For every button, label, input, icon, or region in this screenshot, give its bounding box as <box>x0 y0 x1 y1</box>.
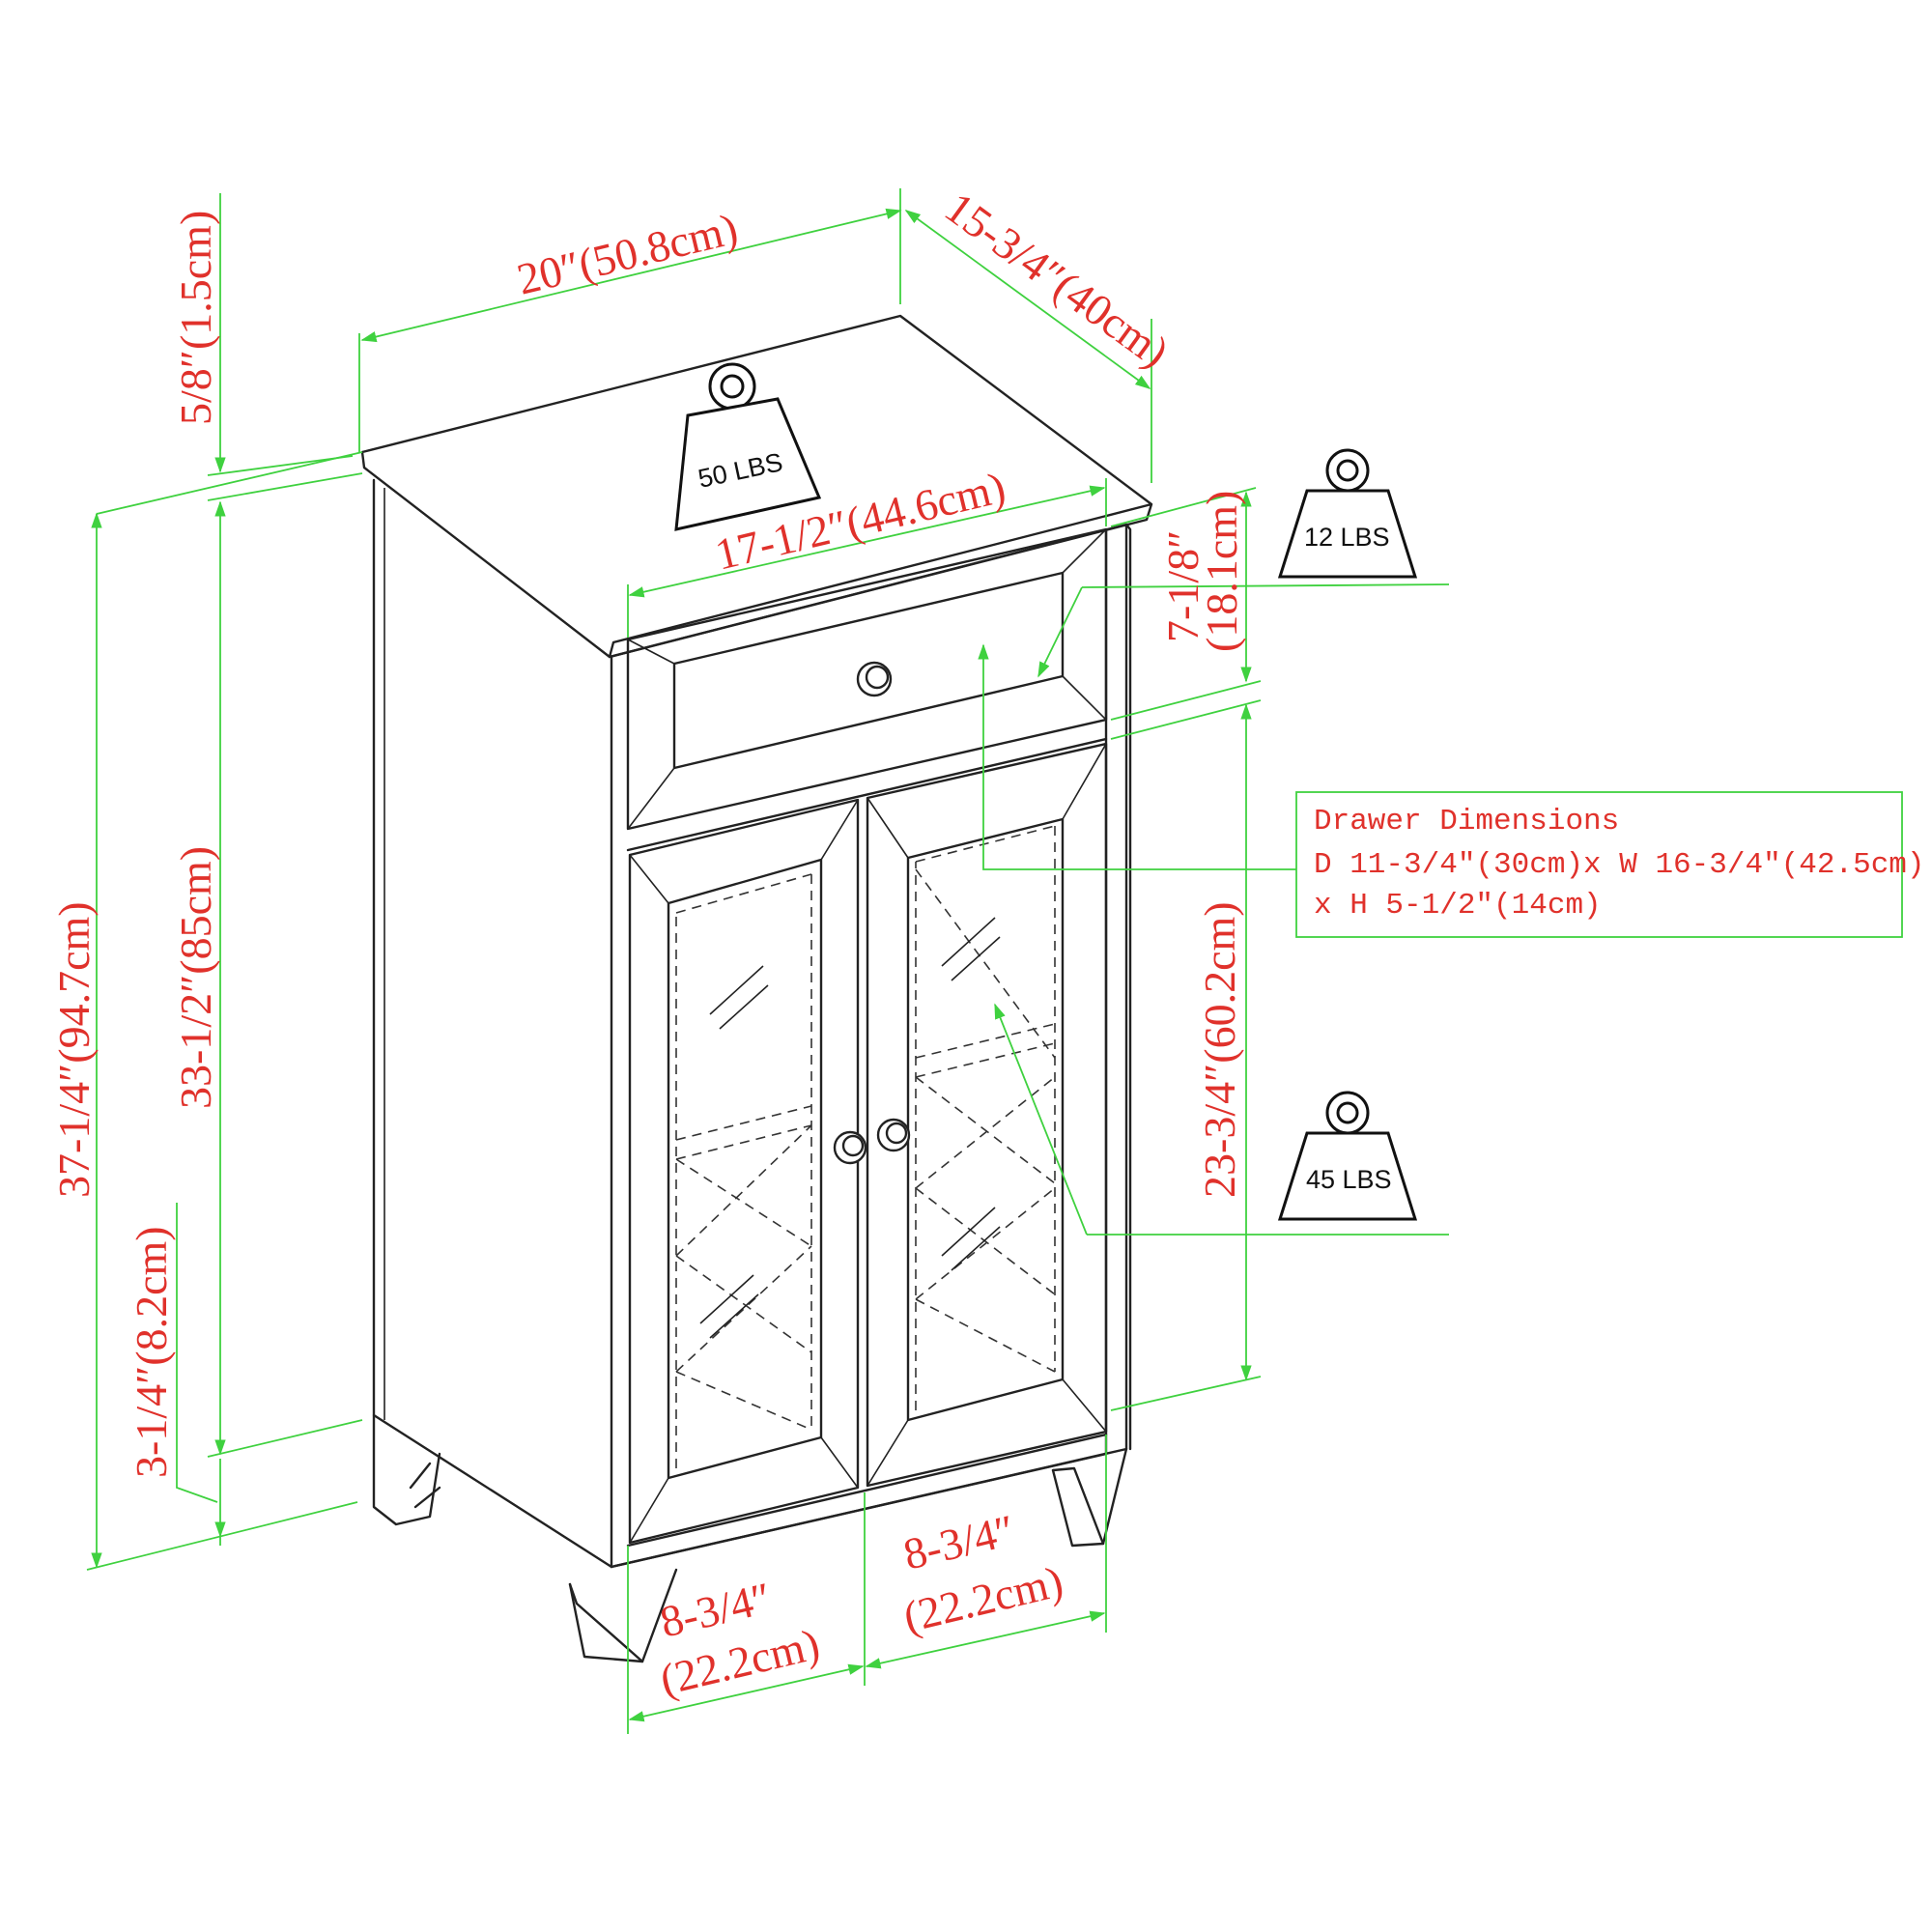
weight-icon-drawer: 12 LBS <box>1277 448 1418 579</box>
drawer-opening-height-label: 7-1/8″ <box>1158 530 1208 642</box>
weight-icon-top: 50 LBS <box>674 362 822 531</box>
right-door-knob[interactable] <box>876 1118 911 1152</box>
drawer-dimensions-note: Drawer Dimensions D 11-3/4″(30cm)x W 16-… <box>1295 791 1925 938</box>
weight-icon-cabinet: 45 LBS <box>1277 1091 1418 1221</box>
drawer-note-line1: D 11-3/4″(30cm)x W 16-3/4″(42.5cm) <box>1314 848 1925 882</box>
cabinet-drawing <box>360 314 1153 1663</box>
dimension-lines <box>86 188 1450 1734</box>
drawer-knob[interactable] <box>856 661 893 697</box>
right-door <box>866 742 1108 1488</box>
right-door-width-label: 8-3/4″ <box>898 1505 1019 1579</box>
cabinet-side-panel <box>372 478 613 1569</box>
left-door-knob[interactable] <box>833 1130 867 1165</box>
weight-label-drawer: 12 LBS <box>1304 523 1390 552</box>
drawer-opening-height-cm-label: (18.1cm) <box>1197 491 1246 652</box>
body-height-label: 33-1/2″(85cm) <box>171 846 220 1109</box>
dimension-labels: 20″(50.8cm) 15-3/4″(40cm) 5/8″(1.5cm) 37… <box>49 183 1246 1705</box>
drawer-note-title: Drawer Dimensions <box>1314 805 1619 838</box>
overall-height-label: 37-1/4″(94.7cm) <box>49 901 99 1198</box>
left-door <box>628 798 867 1545</box>
depth-label: 15-3/4″(40cm) <box>936 183 1178 377</box>
drawer-note-line2: x H 5-1/2″(14cm) <box>1314 889 1602 923</box>
weight-label-cabinet: 45 LBS <box>1306 1165 1392 1194</box>
leg-height-label: 3-1/4″(8.2cm) <box>127 1226 176 1478</box>
overall-width-label: 20″(50.8cm) <box>512 204 742 304</box>
legs <box>372 1413 1128 1663</box>
cabinet-opening-height-label: 23-3/4″(60.2cm) <box>1195 901 1244 1198</box>
top-thickness-label: 5/8″(1.5cm) <box>171 211 220 425</box>
